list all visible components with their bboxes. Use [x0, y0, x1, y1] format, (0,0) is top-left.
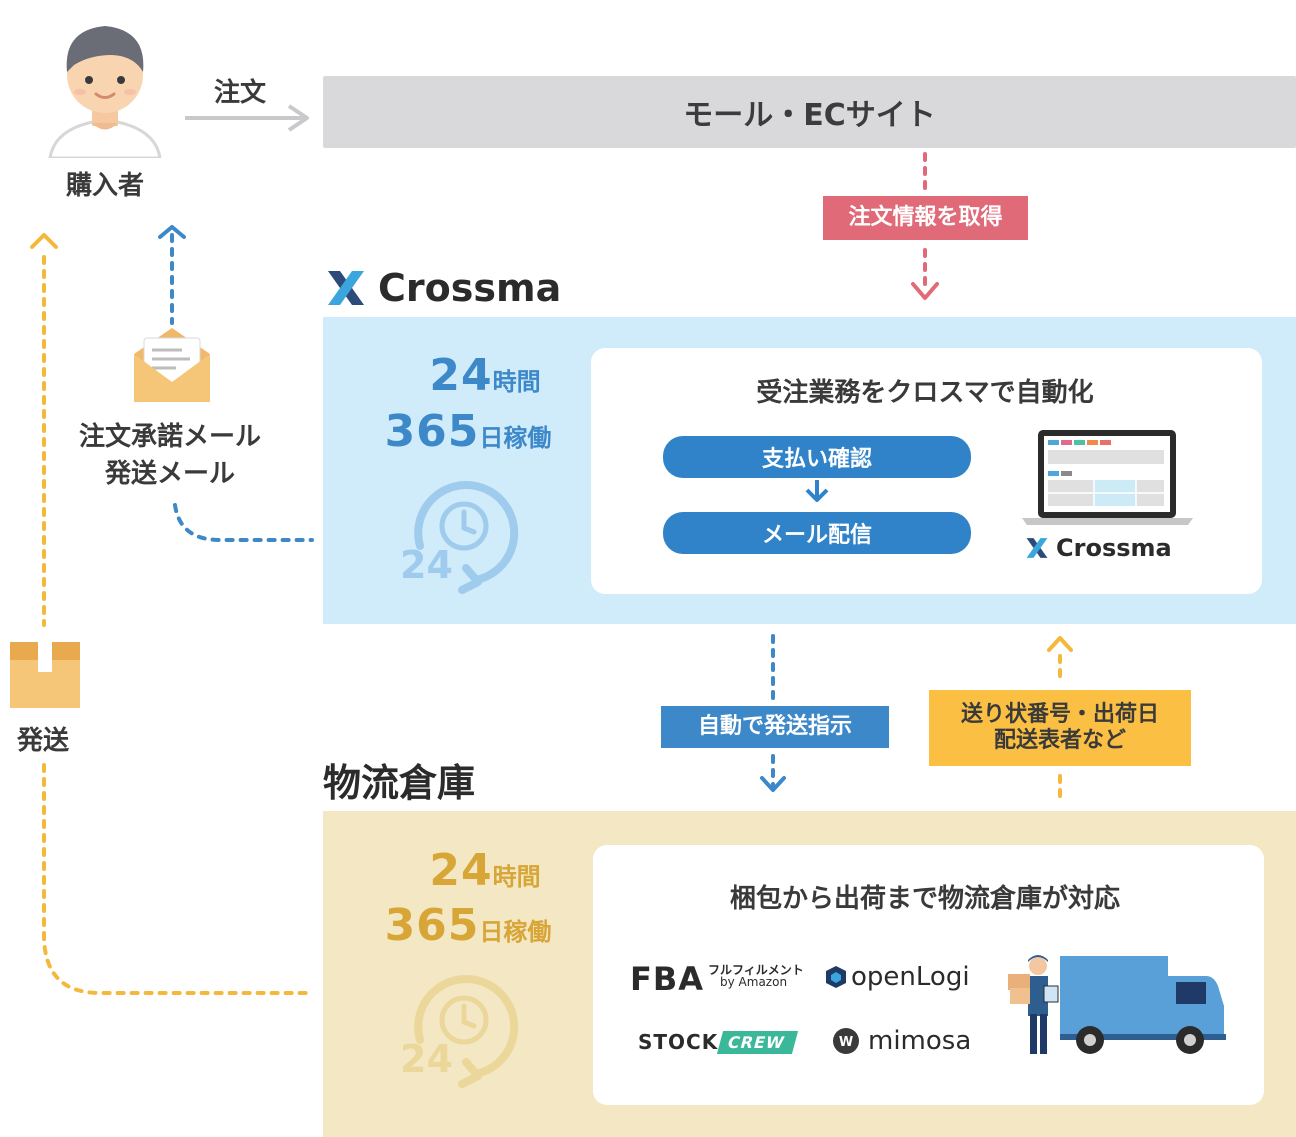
crossma-x-icon: [328, 271, 364, 305]
warehouse-365-days: 365日稼働: [384, 900, 552, 951]
stockcrew-logo: STOCK CREW: [638, 1030, 798, 1054]
auto-ship-tag: 自動で発送指示: [661, 706, 889, 748]
mimosa-logo: W mimosa: [832, 1026, 971, 1056]
email-label-line1: 注文承諾メール: [78, 422, 261, 452]
svg-text:24: 24: [400, 1037, 453, 1081]
auto-ship-arrow: [760, 634, 786, 792]
clock-24-icon-warehouse: 24: [400, 975, 519, 1088]
crossma-logo-text: Crossma: [378, 266, 562, 310]
crossma-x-small-icon: [1026, 538, 1048, 558]
shipping-label: 発送: [16, 726, 69, 756]
email-return-arrow: [158, 225, 314, 542]
order-arrow: [185, 104, 309, 132]
envelope-icon: [134, 328, 210, 402]
svg-text:24: 24: [400, 543, 453, 587]
crossma-24-hours: 24時間: [429, 350, 541, 401]
tracking-info-tag: 送り状番号・出荷日 配送表者など: [929, 690, 1191, 766]
step-mail-delivery: メール配信: [663, 512, 971, 554]
buyer-avatar: [30, 8, 180, 160]
email-label-line2: 発送メール: [104, 459, 235, 489]
tracking-info-arrow: [1047, 636, 1073, 802]
openlogi-logo: openLogi: [825, 962, 970, 992]
step-arrow: [805, 480, 829, 502]
laptop-crossma-logo: Crossma: [1025, 534, 1172, 562]
order-info-tag: 注文情報を取得: [823, 196, 1028, 240]
fba-logo: FBA フルフィルメント by Amazon: [630, 960, 804, 998]
step-payment-check: 支払い確認: [663, 436, 971, 478]
laptop-icon: [1022, 430, 1193, 525]
openlogi-cube-icon: [826, 966, 846, 988]
warehouse-heading: 物流倉庫: [323, 761, 476, 805]
crossma-logo: Crossma: [326, 266, 561, 310]
shipping-return-arrow: [30, 233, 314, 995]
package-box-icon: [10, 642, 80, 708]
warehouse-24-hours: 24時間: [429, 845, 541, 896]
crossma-365-days: 365日稼働: [384, 406, 552, 457]
svg-text:W: W: [839, 1035, 853, 1050]
delivery-truck-icon: [1008, 955, 1226, 1054]
clock-24-icon: 24: [400, 481, 519, 594]
mimosa-mark-icon: W: [833, 1028, 859, 1054]
buyer-label: 購入者: [65, 171, 144, 201]
warehouse-card-title: 梱包から出荷まで物流倉庫が対応: [729, 884, 1120, 914]
mall-ec-site-bar: モール・ECサイト: [323, 76, 1296, 148]
order-arrow-label: 注文: [213, 78, 266, 108]
crossma-card-title: 受注業務をクロスマで自動化: [756, 378, 1094, 408]
order-info-arrow: [911, 152, 939, 300]
